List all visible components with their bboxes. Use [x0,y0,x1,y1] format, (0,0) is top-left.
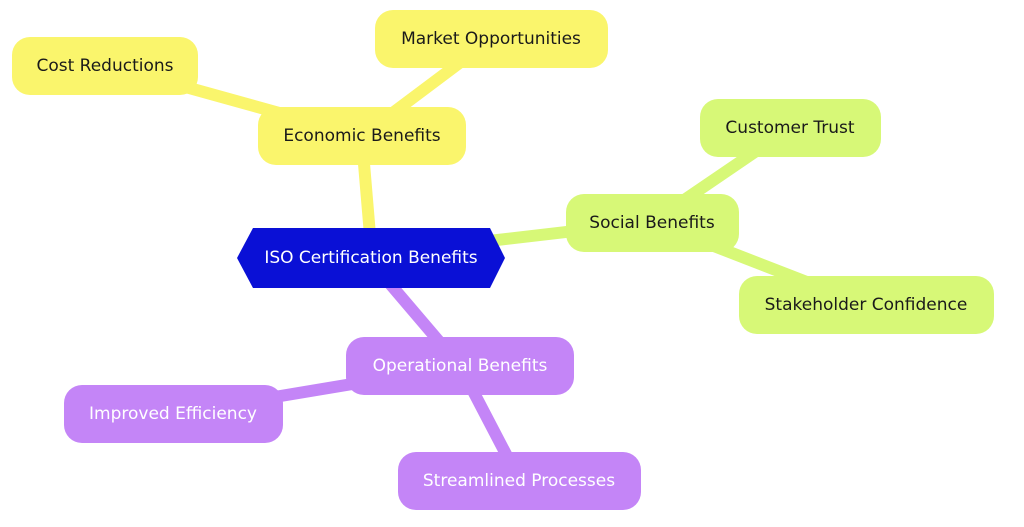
leaf-stakeholder-confidence-label: Stakeholder Confidence [765,295,968,315]
leaf-cost-reductions[interactable]: Cost Reductions [12,37,198,95]
leaf-customer-trust-shape [700,99,881,157]
root-node-label: ISO Certification Benefits [264,248,477,268]
branch-operational-label: Operational Benefits [373,356,548,376]
leaf-cost-reductions-label: Cost Reductions [36,56,173,76]
branch-social-shape [566,194,739,252]
leaf-market-opportunities-label: Market Opportunities [401,29,581,49]
leaf-market-opportunities-shape [375,10,608,68]
leaf-streamlined-processes-shape [398,452,641,510]
leaf-cost-reductions-shape [12,37,198,95]
leaf-improved-efficiency-label: Improved Efficiency [89,404,257,424]
leaf-customer-trust-label: Customer Trust [725,118,854,138]
root-node[interactable]: ISO Certification Benefits [237,228,505,288]
leaf-stakeholder-confidence[interactable]: Stakeholder Confidence [739,276,994,334]
leaf-streamlined-processes-label: Streamlined Processes [423,471,615,491]
branch-economic[interactable]: Economic Benefits [258,107,466,165]
branch-social-label: Social Benefits [589,213,715,233]
leaf-stakeholder-confidence-shape [739,276,994,334]
branch-economic-label: Economic Benefits [283,126,440,146]
leaf-market-opportunities[interactable]: Market Opportunities [375,10,608,68]
branch-economic-shape [258,107,466,165]
leaf-streamlined-processes[interactable]: Streamlined Processes [398,452,641,510]
branch-operational-shape [346,337,574,395]
leaf-improved-efficiency[interactable]: Improved Efficiency [64,385,283,443]
leaf-improved-efficiency-shape [64,385,283,443]
root-node-shape [237,228,505,288]
branch-operational[interactable]: Operational Benefits [346,337,574,395]
branch-social[interactable]: Social Benefits [566,194,739,252]
leaf-customer-trust[interactable]: Customer Trust [700,99,881,157]
